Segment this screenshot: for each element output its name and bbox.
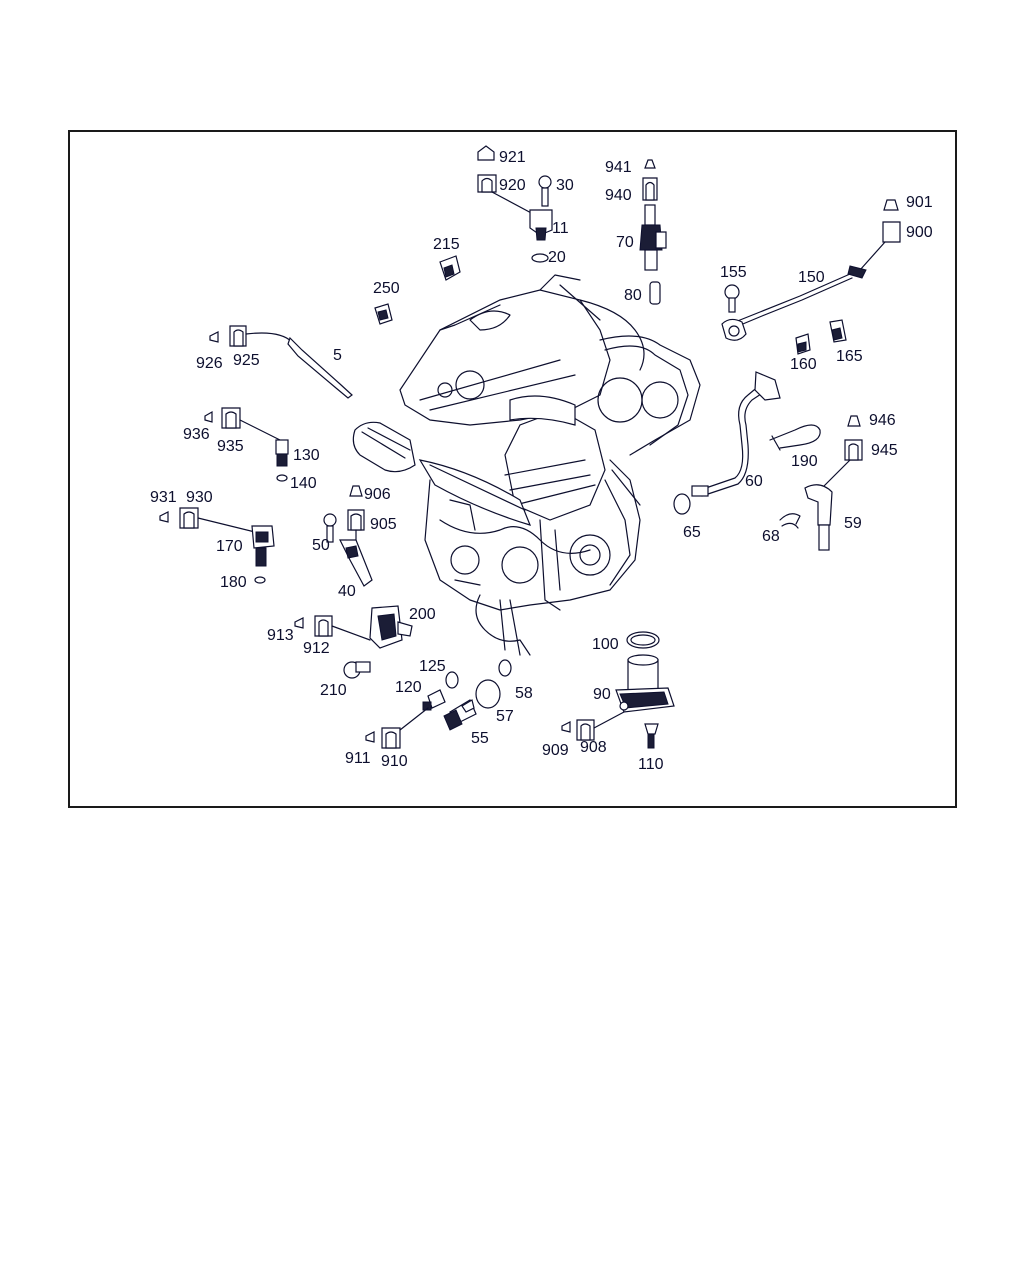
- label-930: 930: [186, 489, 213, 506]
- label-110: 110: [638, 756, 664, 773]
- part-group-55-120: [365, 659, 512, 749]
- part-group-130: [204, 407, 289, 482]
- part-group-70: [639, 159, 667, 305]
- engine-illustration: [352, 274, 701, 656]
- label-160: 160: [790, 356, 817, 373]
- label-59: 59: [844, 515, 862, 532]
- label-945: 945: [871, 442, 898, 459]
- label-941: 941: [605, 159, 632, 176]
- label-946: 946: [869, 412, 896, 429]
- label-908: 908: [580, 739, 607, 756]
- label-57: 57: [496, 708, 514, 725]
- label-50: 50: [312, 537, 330, 554]
- part-group-5: [209, 325, 353, 399]
- label-55: 55: [471, 730, 489, 747]
- label-68: 68: [762, 528, 780, 545]
- label-58: 58: [515, 685, 533, 702]
- label-906: 906: [364, 486, 391, 503]
- part-group-170: [159, 507, 275, 584]
- label-190: 190: [791, 453, 818, 470]
- part-group-90: [561, 631, 675, 749]
- label-936: 936: [183, 426, 210, 443]
- label-910: 910: [381, 753, 408, 770]
- diagram-frame: [68, 130, 957, 808]
- label-140: 140: [290, 475, 317, 492]
- label-925: 925: [233, 352, 260, 369]
- label-210: 210: [320, 682, 347, 699]
- label-165: 165: [836, 348, 863, 365]
- label-931: 931: [150, 489, 177, 506]
- label-215: 215: [433, 236, 460, 253]
- label-120: 120: [395, 679, 422, 696]
- label-155: 155: [720, 264, 747, 281]
- label-125: 125: [419, 658, 446, 675]
- label-911: 911: [345, 750, 371, 767]
- label-130: 130: [293, 447, 320, 464]
- label-912: 912: [303, 640, 330, 657]
- label-20: 20: [548, 249, 566, 266]
- label-40: 40: [338, 583, 356, 600]
- label-80: 80: [624, 287, 642, 304]
- label-909: 909: [542, 742, 569, 759]
- part-group-11: [477, 145, 553, 263]
- label-60: 60: [745, 473, 763, 490]
- part-group-59-60: [673, 371, 863, 551]
- label-5: 5: [333, 347, 342, 364]
- label-935: 935: [217, 438, 244, 455]
- label-940: 940: [605, 187, 632, 204]
- label-901: 901: [906, 194, 933, 211]
- label-926: 926: [196, 355, 223, 372]
- label-920: 920: [499, 177, 526, 194]
- label-913: 913: [267, 627, 294, 644]
- part-group-200: [294, 605, 413, 679]
- label-921: 921: [499, 149, 526, 166]
- label-100: 100: [592, 636, 619, 653]
- label-30: 30: [556, 177, 574, 194]
- label-11: 11: [552, 220, 569, 237]
- label-170: 170: [216, 538, 243, 555]
- label-900: 900: [906, 224, 933, 241]
- part-group-215-250: [374, 255, 461, 325]
- label-70: 70: [616, 234, 634, 251]
- part-group-150: [721, 199, 901, 355]
- label-905: 905: [370, 516, 397, 533]
- label-200: 200: [409, 606, 436, 623]
- label-150: 150: [798, 269, 825, 286]
- part-group-40: [323, 485, 373, 587]
- label-90: 90: [593, 686, 611, 703]
- label-250: 250: [373, 280, 400, 297]
- label-65: 65: [683, 524, 701, 541]
- label-180: 180: [220, 574, 247, 591]
